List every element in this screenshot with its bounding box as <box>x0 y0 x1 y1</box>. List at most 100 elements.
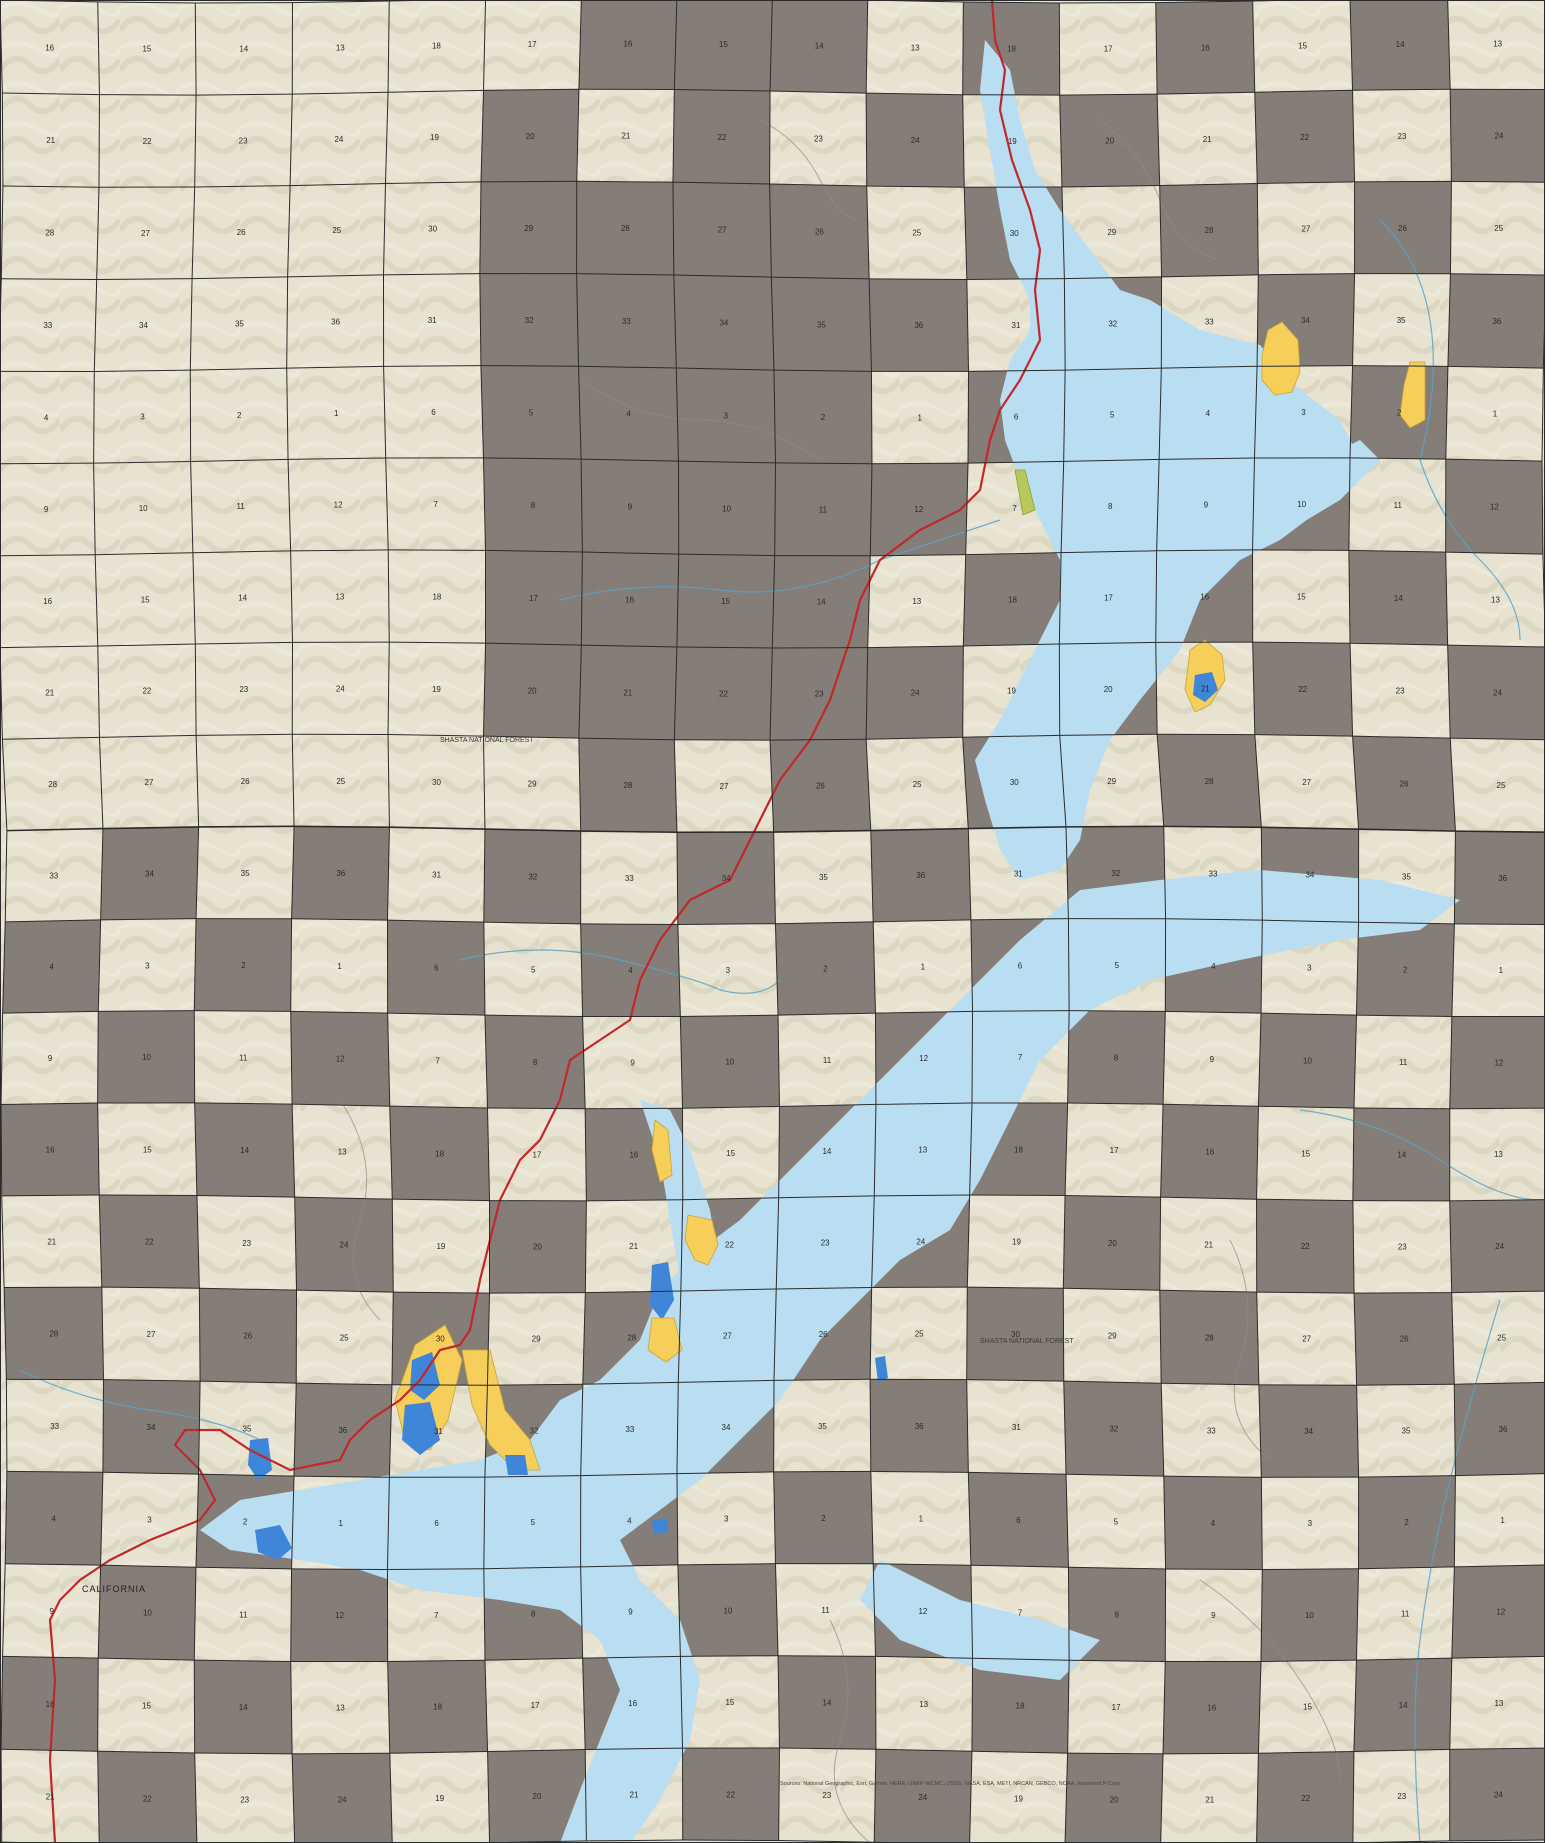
private-parcel[interactable] <box>869 278 969 372</box>
private-parcel[interactable] <box>4 1287 104 1380</box>
private-parcel[interactable] <box>2 919 101 1014</box>
private-parcel[interactable] <box>1454 1382 1545 1476</box>
yellow-parcel-5[interactable] <box>684 1214 719 1266</box>
private-parcel[interactable] <box>1260 1568 1359 1662</box>
private-parcel[interactable] <box>676 368 776 463</box>
private-parcel[interactable] <box>676 832 776 925</box>
private-parcel[interactable] <box>484 1015 586 1109</box>
private-parcel[interactable] <box>1065 1753 1164 1843</box>
private-parcel[interactable] <box>480 89 579 182</box>
private-parcel[interactable] <box>194 1660 293 1754</box>
private-parcel[interactable] <box>874 1749 972 1843</box>
private-parcel[interactable] <box>489 1200 587 1294</box>
private-parcel[interactable] <box>100 826 199 920</box>
blue-parcel-9[interactable] <box>652 1518 668 1534</box>
private-parcel[interactable] <box>294 1197 394 1293</box>
private-parcel[interactable] <box>1445 459 1543 555</box>
private-parcel[interactable] <box>771 277 872 372</box>
private-parcel[interactable] <box>194 1102 295 1198</box>
private-parcel[interactable] <box>1449 1748 1545 1841</box>
private-parcel[interactable] <box>1256 1199 1355 1294</box>
private-parcel[interactable] <box>1451 1564 1545 1659</box>
private-parcel[interactable] <box>870 463 969 556</box>
private-parcel[interactable] <box>487 1749 587 1843</box>
private-parcel[interactable] <box>678 461 776 556</box>
private-parcel[interactable] <box>578 738 677 833</box>
private-parcel[interactable] <box>1449 1016 1545 1109</box>
private-parcel[interactable] <box>1354 181 1452 274</box>
private-parcel[interactable] <box>674 647 773 741</box>
yellow-parcel-6[interactable] <box>647 1317 683 1363</box>
private-parcel[interactable] <box>773 1471 874 1564</box>
private-parcel[interactable] <box>99 1194 200 1289</box>
private-parcel[interactable] <box>1 1656 99 1752</box>
private-parcel[interactable] <box>1155 0 1255 95</box>
private-parcel[interactable] <box>1358 1475 1456 1569</box>
private-parcel[interactable] <box>1258 1384 1359 1478</box>
private-parcel[interactable] <box>98 1565 196 1661</box>
private-parcel[interactable] <box>971 1658 1070 1754</box>
yellow-parcel-8[interactable] <box>461 1349 541 1471</box>
private-parcel[interactable] <box>1 1103 100 1196</box>
private-parcel[interactable] <box>770 739 871 833</box>
private-parcel[interactable] <box>866 646 964 740</box>
private-parcel[interactable] <box>576 273 677 369</box>
private-parcel[interactable] <box>480 365 582 460</box>
blue-parcel-1[interactable] <box>1193 672 1218 702</box>
private-parcel[interactable] <box>1256 1751 1354 1843</box>
private-parcel[interactable] <box>483 457 583 553</box>
private-parcel[interactable] <box>97 1751 197 1843</box>
private-parcel[interactable] <box>674 0 773 92</box>
private-parcel[interactable] <box>483 643 582 739</box>
private-parcel[interactable] <box>581 552 679 648</box>
private-parcel[interactable] <box>1159 1290 1259 1385</box>
private-parcel[interactable] <box>199 1288 297 1384</box>
private-parcel[interactable] <box>1067 1010 1166 1105</box>
private-parcel[interactable] <box>966 1287 1064 1382</box>
private-parcel[interactable] <box>1350 0 1451 91</box>
private-parcel[interactable] <box>581 459 679 555</box>
private-parcel[interactable] <box>866 93 965 188</box>
private-parcel[interactable] <box>1163 1476 1263 1570</box>
green-parcel-1[interactable] <box>1014 469 1036 516</box>
private-parcel[interactable] <box>1449 1199 1545 1293</box>
blue-parcel-7[interactable] <box>255 1525 292 1560</box>
blue-parcel-4[interactable] <box>402 1402 440 1455</box>
private-parcel[interactable] <box>772 555 871 649</box>
private-parcel[interactable] <box>1352 1108 1450 1201</box>
private-parcel[interactable] <box>578 0 677 90</box>
private-parcel[interactable] <box>1348 550 1448 646</box>
private-parcel[interactable] <box>578 366 679 462</box>
private-parcel[interactable] <box>102 1379 201 1475</box>
private-parcel[interactable] <box>1450 89 1545 183</box>
private-parcel[interactable] <box>677 1563 779 1657</box>
private-parcel[interactable] <box>870 828 971 922</box>
private-parcel[interactable] <box>676 554 775 649</box>
yellow-parcel-1[interactable] <box>1261 321 1301 396</box>
private-parcel[interactable] <box>578 645 677 740</box>
private-parcel[interactable] <box>1163 1661 1261 1754</box>
private-parcel[interactable] <box>1258 1013 1357 1109</box>
private-parcel[interactable] <box>479 273 579 367</box>
private-parcel[interactable] <box>387 920 485 1016</box>
private-parcel[interactable] <box>1352 736 1456 832</box>
private-parcel[interactable] <box>773 370 872 464</box>
blue-parcel-8[interactable] <box>875 1356 888 1382</box>
private-parcel[interactable] <box>778 1655 876 1750</box>
private-parcel[interactable] <box>770 0 868 94</box>
private-parcel[interactable] <box>290 1011 390 1107</box>
private-parcel[interactable] <box>387 1660 488 1754</box>
private-parcel[interactable] <box>968 1472 1069 1568</box>
private-parcel[interactable] <box>775 921 876 1016</box>
private-parcel[interactable] <box>963 552 1062 647</box>
private-parcel[interactable] <box>1160 1104 1259 1200</box>
private-parcel[interactable] <box>1059 94 1160 188</box>
private-parcel[interactable] <box>680 1015 780 1109</box>
private-parcel[interactable] <box>673 275 774 371</box>
private-parcel[interactable] <box>485 550 583 646</box>
private-parcel[interactable] <box>672 182 772 278</box>
yellow-parcel-4[interactable] <box>651 1119 673 1183</box>
private-parcel[interactable] <box>1356 922 1455 1017</box>
private-parcel[interactable] <box>291 826 390 921</box>
